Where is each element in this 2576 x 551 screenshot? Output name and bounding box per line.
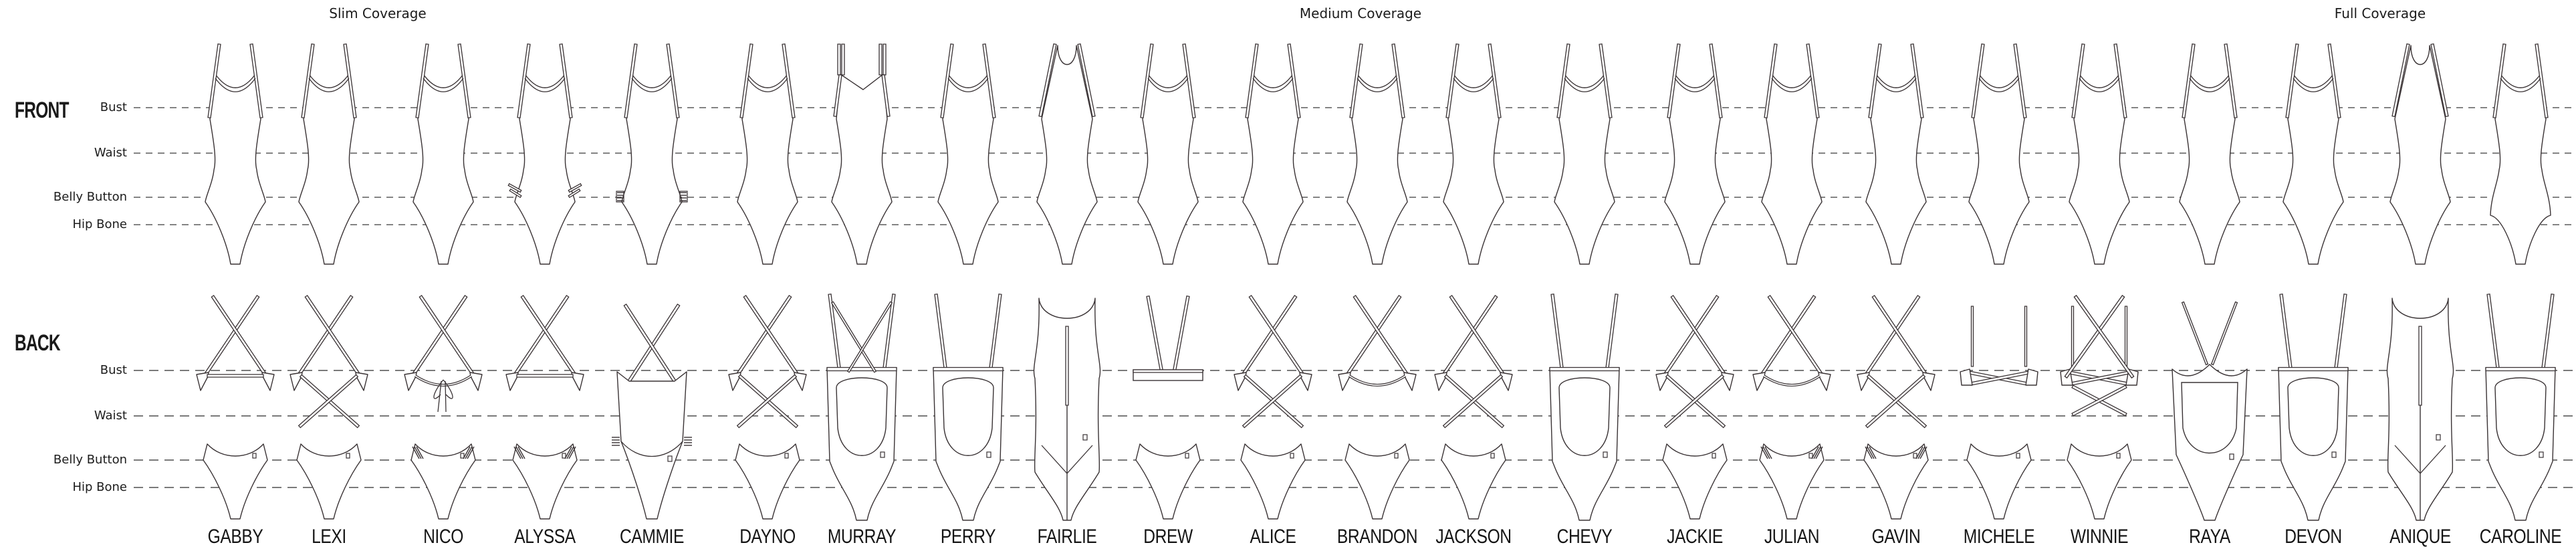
back-hip-bone-label: Hip Bone [72,480,127,494]
front-figure-nico [413,43,474,265]
front-figure-anique [2389,43,2451,265]
back-figure-perry [933,294,1004,521]
back-figure-lexi [289,294,368,520]
back-figure-raya [2172,301,2248,521]
style-name-lexi: LEXI [312,526,346,548]
front-bust-label: Bust [100,100,127,114]
style-name-julian: JULIAN [1764,526,1820,548]
back-figure-alice [1234,294,1312,520]
style-name-brandon: BRANDON [1336,526,1418,548]
style-name-gabby: GABBY [207,526,263,548]
section-header-slim: Slim Coverage [329,5,427,21]
back-figure-dayno [728,294,807,520]
back-figure-caroline [2485,294,2556,521]
style-name-chevy: CHEVY [1556,526,1613,548]
back-figure-brandon [1338,294,1417,520]
back-figure-chevy [1549,294,1620,521]
back-figure-gavin [1857,294,1936,520]
back-waist-label: Waist [94,409,127,423]
back-figure-michele [1960,306,2038,520]
front-figure-jackson [1443,43,1504,265]
front-figure-brandon [1346,43,1408,265]
style-name-alyssa: ALYSSA [514,526,576,548]
back-figure-jackie [1655,294,1734,520]
back-figure-murray [826,294,897,521]
front-figure-alice [1242,43,1304,265]
front-figure-jackie [1664,43,1726,265]
front-figure-gavin [1865,43,1927,265]
front-figure-devon [2282,43,2344,265]
front-waist-label: Waist [94,146,127,160]
section-header-medium: Medium Coverage [1299,5,1422,21]
back-figure-winnie [2060,294,2139,520]
style-name-fairlie: FAIRLIE [1037,526,1097,548]
style-name-gavin: GAVIN [1871,526,1921,548]
back-figure-gabby [196,294,275,520]
back-figure-julian [1752,294,1831,520]
front-figure-lexi [298,43,360,265]
front-figure-dayno [737,43,798,265]
front-figure-raya [2179,43,2240,265]
front-figure-julian [1761,43,1823,265]
style-name-raya: RAYA [2189,526,2230,548]
back-figure-fairlie [1033,298,1101,521]
style-name-drew: DREW [1143,526,1193,548]
front-view-label: FRONT [15,98,69,123]
style-name-alice: ALICE [1250,526,1296,548]
style-name-jackson: JACKSON [1435,526,1512,548]
front-figure-drew [1137,43,1199,265]
front-belly-button-label: Belly Button [53,190,127,204]
style-name-nico: NICO [423,526,463,548]
style-name-jackie: JACKIE [1667,526,1723,548]
front-figure-murray [831,43,893,265]
front-hip-bone-label: Hip Bone [72,217,127,231]
back-figure-cammie [612,304,692,520]
style-name-dayno: DAYNO [739,526,796,548]
style-name-perry: PERRY [940,526,996,548]
front-figure-alyssa [507,43,582,265]
front-figure-chevy [1554,43,1615,265]
back-figure-devon [2278,294,2349,521]
style-name-devon: DEVON [2285,526,2342,548]
front-figure-gabby [205,43,266,265]
front-figure-perry [937,43,999,265]
style-name-anique: ANIQUE [2389,526,2451,548]
section-header-full: Full Coverage [2334,5,2426,21]
front-figure-michele [1968,43,2030,265]
back-figure-alyssa [505,294,584,520]
back-figure-nico [404,294,483,520]
front-figure-winnie [2069,43,2130,265]
style-name-winnie: WINNIE [2070,526,2129,548]
back-figure-jackson [1434,294,1513,520]
back-bust-label: Bust [100,363,127,377]
back-view-label: BACK [15,330,61,356]
back-figure-anique [2386,298,2454,521]
back-figure-drew [1133,295,1203,520]
style-name-caroline: CAROLINE [2479,526,2562,548]
front-figure-caroline [2490,43,2551,265]
back-belly-button-label: Belly Button [53,453,127,467]
style-name-cammie: CAMMIE [620,526,684,548]
style-name-michele: MICHELE [1963,526,2035,548]
front-figure-fairlie [1036,43,1098,265]
style-name-murray: MURRAY [827,526,897,548]
front-figure-cammie [616,43,688,265]
